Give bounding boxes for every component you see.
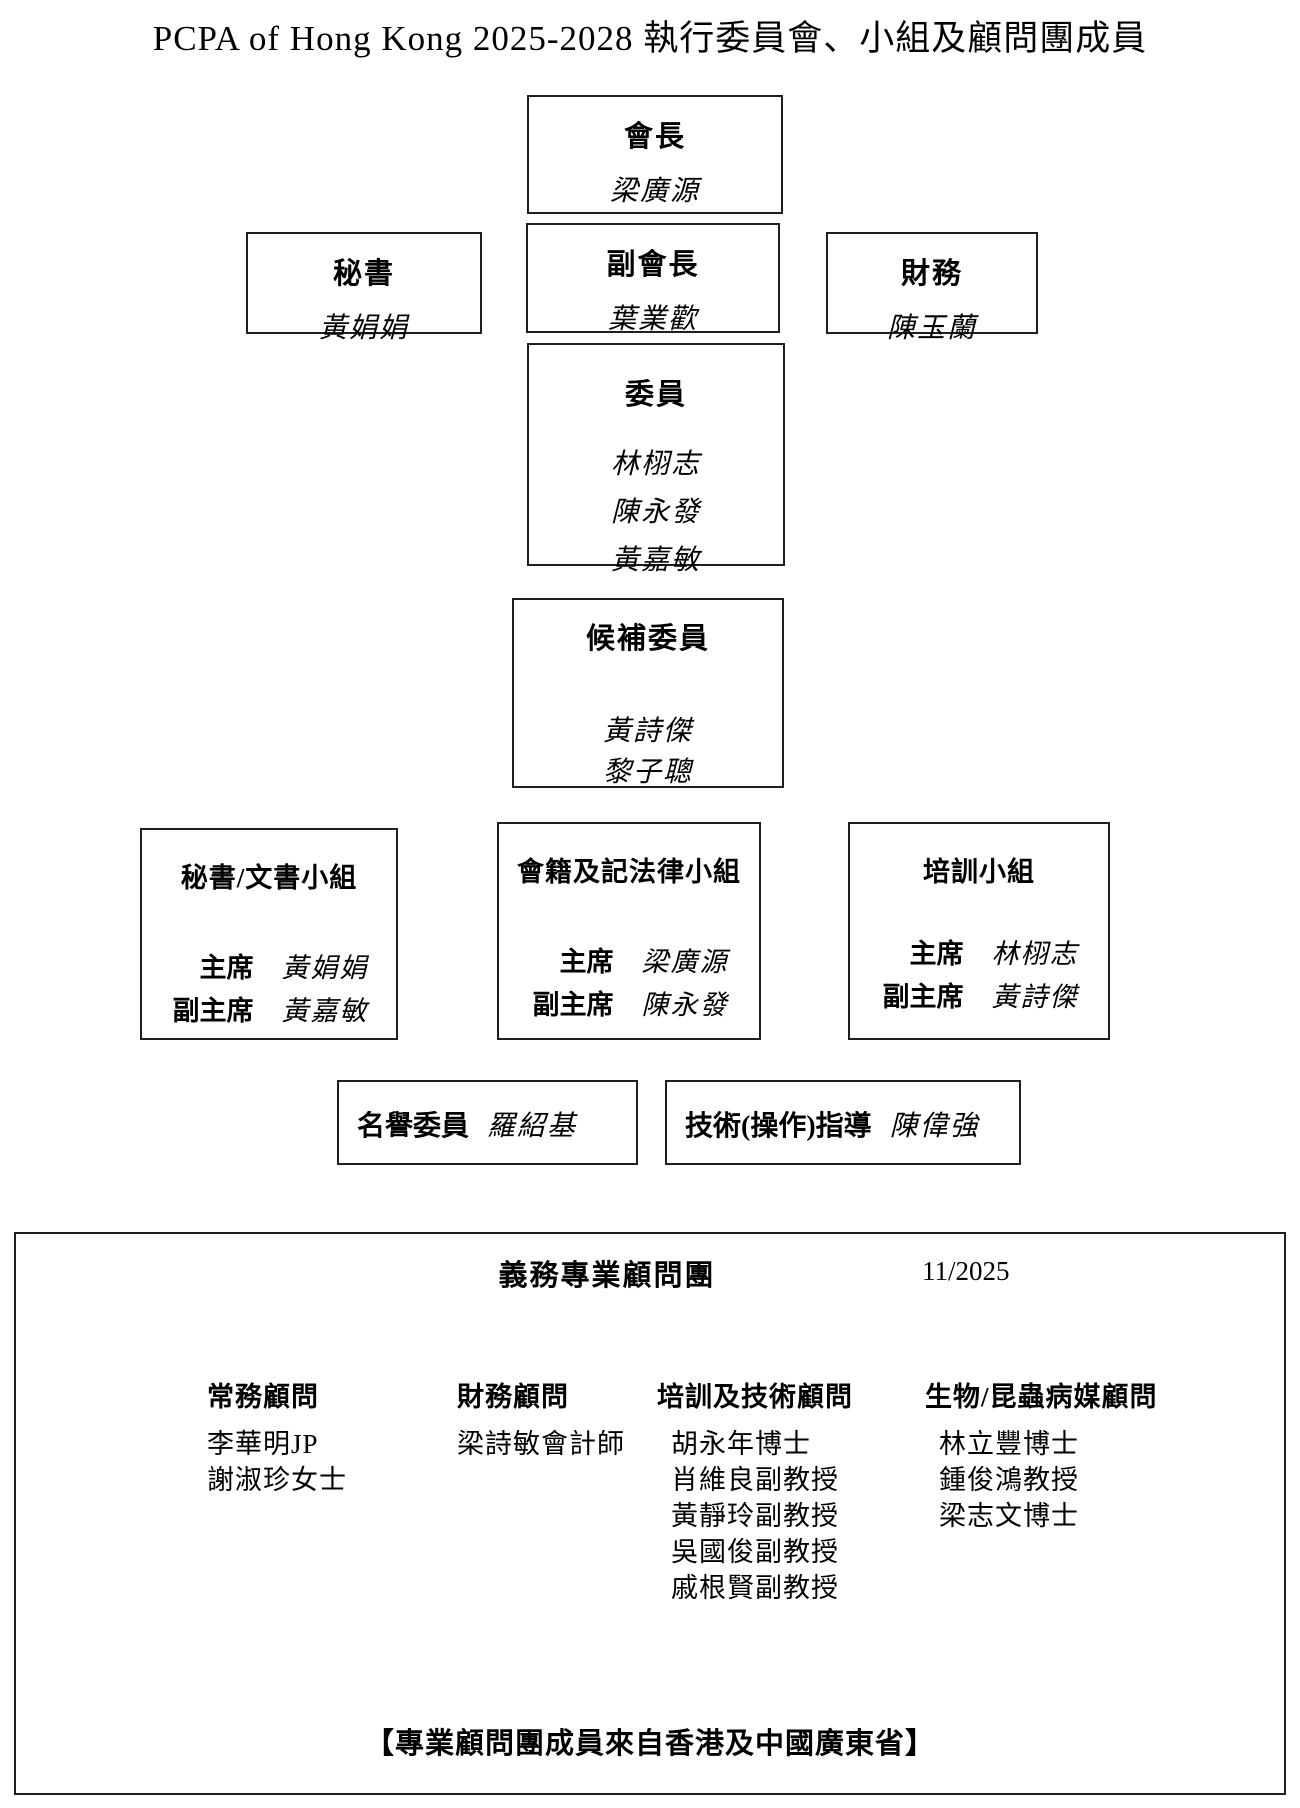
chair-name: 梁廣源 <box>641 947 729 977</box>
box-subgroup-secretarial: 秘書/文書小組 主席黃娟娟 副主席黃嘉敏 <box>140 828 398 1040</box>
treasurer-title: 財務 <box>900 258 963 290</box>
secretary-title: 秘書 <box>332 258 395 290</box>
advisor-name: 黃靜玲副教授 <box>671 1501 839 1531</box>
box-technical-guidance: 技術(操作)指導陳偉強 <box>665 1080 1021 1165</box>
treasurer-name: 陳玉蘭 <box>886 313 977 344</box>
secretary-name: 黃娟娟 <box>318 313 409 344</box>
chair-label: 主席 <box>199 953 254 983</box>
subgroup-title: 會籍及記法律小組 <box>517 857 741 887</box>
alternates-list: 黃詩傑 黎子聰 <box>514 711 782 793</box>
advisor-column-bio-vector: 生物/昆蟲病媒顧問 林立豐博士 鍾俊鴻教授 梁志文博士 <box>925 1380 1158 1534</box>
honorary-name: 羅紹基 <box>487 1111 578 1142</box>
chair-name: 林栩志 <box>991 939 1079 969</box>
vice-chair-label: 副主席 <box>882 982 964 1012</box>
box-vice-president: 副會長 葉業歡 <box>526 223 780 335</box>
president-title: 會長 <box>623 121 686 153</box>
advisor-name: 梁詩敏會計師 <box>457 1429 625 1459</box>
advisor-column-finance: 財務顧問 梁詩敏會計師 <box>457 1380 625 1462</box>
subgroup-row: 副主席陳永發 <box>499 984 759 1027</box>
subgroup-row: 主席黃娟娟 <box>142 947 396 990</box>
subgroup-rows: 主席林栩志 副主席黃詩傑 <box>850 933 1108 1019</box>
alternates-title: 候補委員 <box>585 623 710 655</box>
advisor-column-header: 培訓及技術顧問 <box>657 1382 853 1412</box>
box-secretary: 秘書 黃娟娟 <box>246 232 482 344</box>
vice-chair-name: 黃嘉敏 <box>281 996 369 1026</box>
chair-label: 主席 <box>909 939 964 969</box>
advisor-name: 梁志文博士 <box>939 1501 1079 1531</box>
technical-label: 技術(操作)指導 <box>685 1111 872 1142</box>
box-subgroup-membership-legal: 會籍及記法律小組 主席梁廣源 副主席陳永發 <box>497 822 761 1040</box>
subgroup-rows: 主席梁廣源 副主席陳永發 <box>499 941 759 1027</box>
box-subgroup-training: 培訓小組 主席林栩志 副主席黃詩傑 <box>848 822 1110 1040</box>
member-name: 陳永發 <box>610 497 701 528</box>
advisor-column-training-technical: 培訓及技術顧問 胡永年博士 肖維良副教授 黃靜玲副教授 吳國俊副教授 戚根賢副教… <box>657 1380 853 1606</box>
alternate-name: 黎子聰 <box>602 757 693 788</box>
advisory-panel-title: 義務專業顧問團 <box>498 1260 716 1292</box>
subgroup-row: 副主席黃嘉敏 <box>142 990 396 1033</box>
member-name: 林栩志 <box>610 449 701 480</box>
advisor-column-header: 財務顧問 <box>457 1382 569 1412</box>
vice-chair-label: 副主席 <box>532 990 614 1020</box>
advisor-name: 李華明JP <box>207 1429 319 1459</box>
advisor-name: 肖維良副教授 <box>671 1465 839 1495</box>
advisory-panel-footnote: 【專業顧問團成員來自香港及中國廣東省】 <box>364 1728 935 1760</box>
advisory-panel-date: 11/2025 <box>922 1256 1010 1286</box>
box-committee-members: 委員 林栩志 陳永發 黃嘉敏 <box>527 343 785 576</box>
honorary-label: 名譽委員 <box>357 1111 470 1142</box>
box-honorary-member: 名譽委員羅紹基 <box>337 1080 638 1165</box>
subgroup-rows: 主席黃娟娟 副主席黃嘉敏 <box>142 947 396 1033</box>
advisor-name: 戚根賢副教授 <box>671 1573 839 1603</box>
advisor-name: 鍾俊鴻教授 <box>939 1465 1079 1495</box>
advisor-column-header: 生物/昆蟲病媒顧問 <box>925 1382 1158 1412</box>
honorary-content: 名譽委員羅紹基 <box>339 1082 636 1144</box>
vice-chair-label: 副主席 <box>172 996 254 1026</box>
advisor-name: 胡永年博士 <box>671 1429 811 1459</box>
vice-chair-name: 陳永發 <box>641 990 729 1020</box>
advisor-column-header: 常務顧問 <box>207 1382 319 1412</box>
chair-label: 主席 <box>559 947 614 977</box>
advisor-name: 林立豐博士 <box>939 1429 1079 1459</box>
members-title: 委員 <box>624 379 687 411</box>
chair-name: 黃娟娟 <box>281 953 369 983</box>
vice-president-name: 葉業歡 <box>607 304 698 335</box>
vice-chair-name: 黃詩傑 <box>991 982 1079 1012</box>
alternate-name: 黃詩傑 <box>602 716 693 747</box>
subgroup-row: 主席梁廣源 <box>499 941 759 984</box>
subgroup-row: 副主席黃詩傑 <box>850 976 1108 1019</box>
box-president: 會長 梁廣源 <box>527 95 783 214</box>
vice-president-title: 副會長 <box>606 249 700 281</box>
member-name: 黃嘉敏 <box>610 545 701 576</box>
subgroup-title: 秘書/文書小組 <box>180 863 358 893</box>
advisor-name: 謝淑珍女士 <box>207 1465 347 1495</box>
advisor-column-general: 常務顧問 李華明JP 謝淑珍女士 <box>207 1380 347 1498</box>
president-name: 梁廣源 <box>609 176 700 207</box>
subgroup-row: 主席林栩志 <box>850 933 1108 976</box>
box-advisory-panel: 義務專業顧問團 11/2025 常務顧問 李華明JP 謝淑珍女士 財務顧問 梁詩… <box>14 1232 1286 1795</box>
box-alternate-members: 候補委員 黃詩傑 黎子聰 <box>512 598 784 788</box>
page-title: PCPA of Hong Kong 2025-2028 執行委員會、小組及顧問團… <box>152 19 1148 58</box>
members-list: 林栩志 陳永發 黃嘉敏 <box>529 441 783 585</box>
box-treasurer: 財務 陳玉蘭 <box>826 232 1038 344</box>
technical-name: 陳偉強 <box>889 1111 980 1142</box>
technical-content: 技術(操作)指導陳偉強 <box>667 1082 1019 1144</box>
subgroup-title: 培訓小組 <box>923 857 1035 887</box>
advisor-name: 吳國俊副教授 <box>671 1537 839 1567</box>
